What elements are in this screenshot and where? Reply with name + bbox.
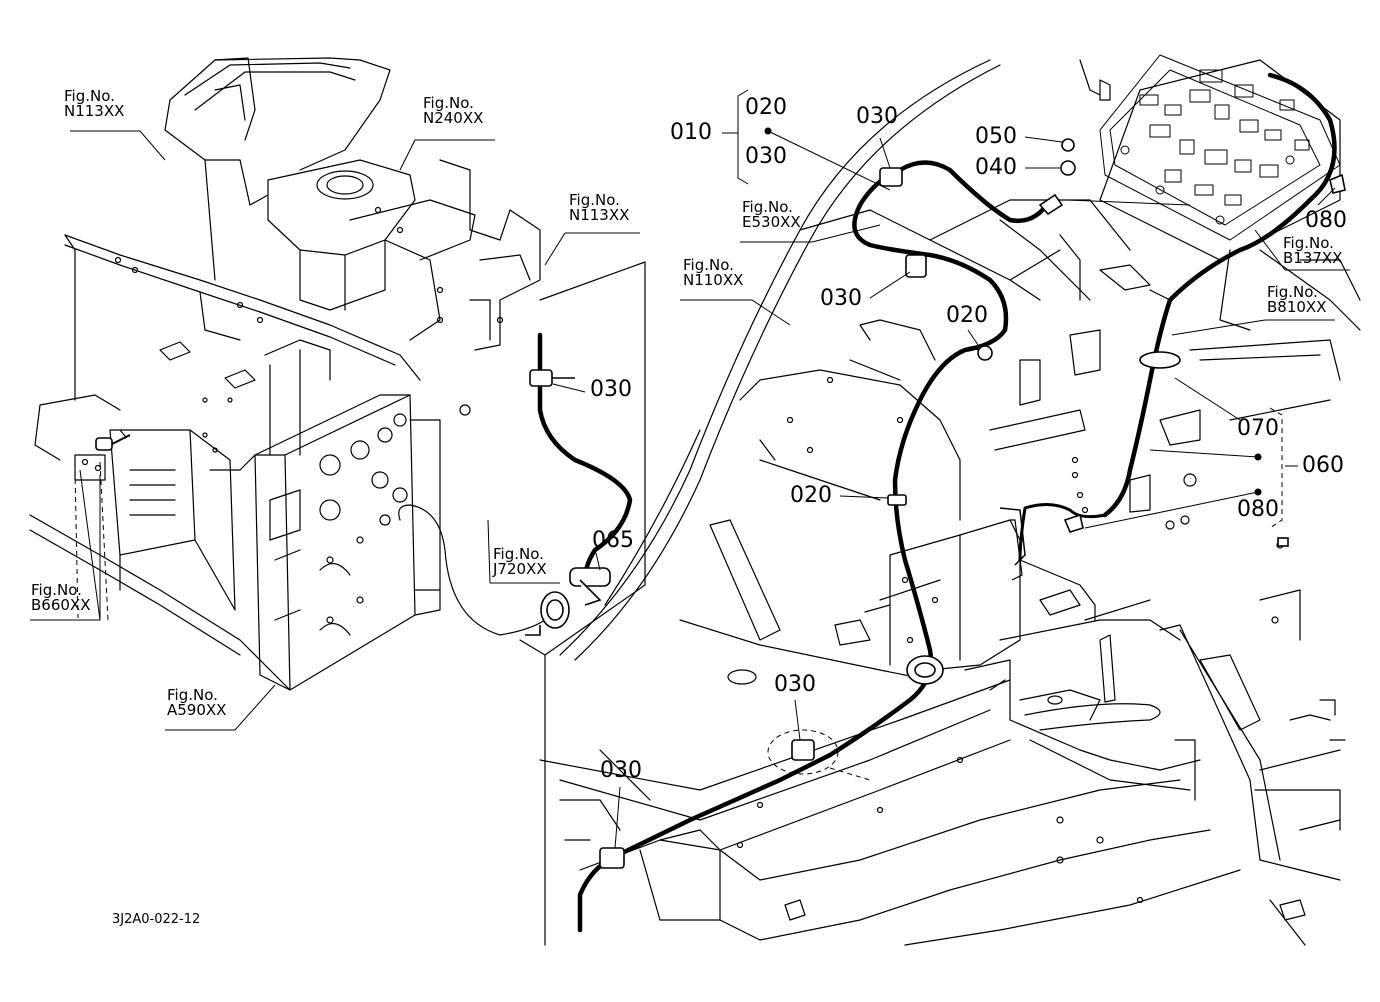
diagram-code: 3J2A0-022-12 <box>112 912 201 927</box>
ground-wire-left <box>398 504 546 636</box>
part-030-mid: 030 <box>820 286 862 311</box>
callout-dash-062 <box>829 767 871 781</box>
fig-ref-n240: Fig.No. N240XX <box>423 96 483 126</box>
fig-ref-b660: Fig.No. B660XX <box>31 583 90 613</box>
callout-dash-left2 <box>74 469 79 619</box>
fig-ref-e530: Fig.No. E530XX <box>742 200 801 230</box>
fig-ref-number: B660XX <box>31 596 91 614</box>
fig-ref-title: Fig.No. <box>1283 234 1334 252</box>
fig-ref-n113-left: Fig.No. N113XX <box>64 89 124 119</box>
fig-ref-title: Fig.No. <box>569 191 620 209</box>
fig-ref-number: E530XX <box>742 213 801 231</box>
part-030-bottom: 030 <box>600 758 642 783</box>
fig-ref-number: N113XX <box>569 206 630 224</box>
callout-dash-060 <box>1269 407 1283 529</box>
callout-ellipse-030 <box>767 729 839 775</box>
fig-ref-b810: Fig.No. B810XX <box>1267 285 1326 315</box>
fig-ref-b137: Fig.No. B137XX <box>1283 236 1342 266</box>
fig-ref-number: N110XX <box>683 271 744 289</box>
fig-ref-title: Fig.No. <box>742 198 793 216</box>
fig-ref-title: Fig.No. <box>423 94 474 112</box>
part-065: 065 <box>592 528 634 553</box>
part-010: 010 <box>670 120 712 145</box>
fig-ref-title: Fig.No. <box>64 87 115 105</box>
part-030-left: 030 <box>590 377 632 402</box>
part-030-group: 030 <box>745 144 787 169</box>
part-060: 060 <box>1302 453 1344 478</box>
harness-cables <box>537 72 1337 933</box>
ecu-board <box>1099 54 1341 241</box>
inset-frame <box>519 261 646 946</box>
fig-ref-number: J720XX <box>493 560 547 578</box>
part-080-low: 080 <box>1237 497 1279 522</box>
part-020-group: 020 <box>745 95 787 120</box>
fig-ref-number: N113XX <box>64 102 125 120</box>
fig-ref-number: A590XX <box>167 701 227 719</box>
fig-ref-title: Fig.No. <box>683 256 734 274</box>
fig-ref-number: B137XX <box>1283 249 1343 267</box>
part-040: 040 <box>975 155 1017 180</box>
right-frame-assembly <box>539 59 1361 946</box>
fig-ref-number: B810XX <box>1267 298 1327 316</box>
part-030-low: 030 <box>774 672 816 697</box>
clamps <box>95 138 1346 869</box>
fig-ref-title: Fig.No. <box>167 686 218 704</box>
fig-ref-number: N240XX <box>423 109 484 127</box>
part-020-low: 020 <box>790 483 832 508</box>
part-080-top: 080 <box>1305 208 1347 233</box>
left-frame-assembly <box>29 57 541 691</box>
part-020-mid: 020 <box>946 303 988 328</box>
fig-ref-a590: Fig.No. A590XX <box>167 688 226 718</box>
part-070: 070 <box>1237 416 1279 441</box>
fig-ref-title: Fig.No. <box>31 581 82 599</box>
fig-ref-n110: Fig.No. N110XX <box>683 258 743 288</box>
part-050: 050 <box>975 124 1017 149</box>
fig-ref-title: Fig.No. <box>493 545 544 563</box>
fig-ref-n113-mid: Fig.No. N113XX <box>569 193 629 223</box>
fig-ref-title: Fig.No. <box>1267 283 1318 301</box>
callout-dash-left <box>99 461 109 621</box>
fig-ref-j720: Fig.No. J720XX <box>493 547 547 577</box>
part-030-top: 030 <box>856 104 898 129</box>
